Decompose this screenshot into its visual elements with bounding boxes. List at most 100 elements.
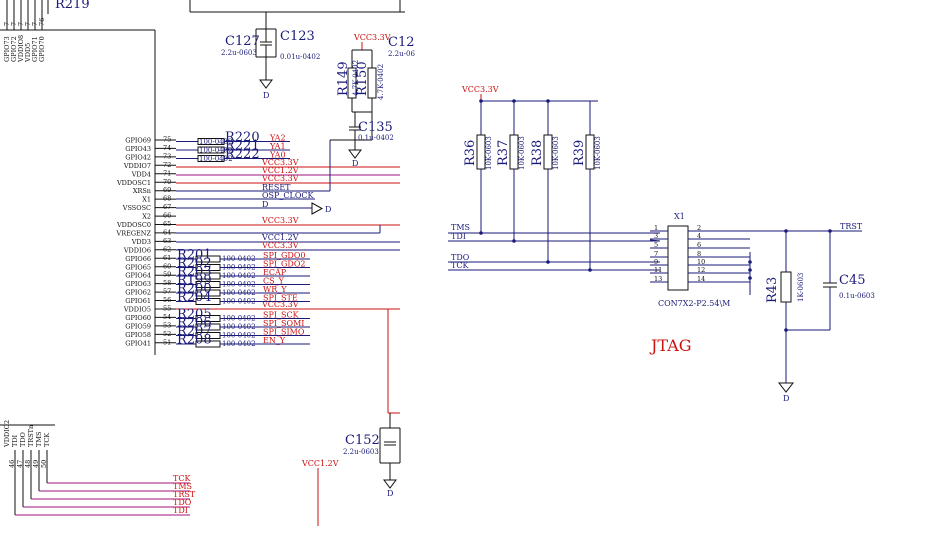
connector-pin-num: 3 xyxy=(654,232,658,240)
pin-name: GPIO62 xyxy=(125,289,151,297)
pin-name: X2 xyxy=(142,213,151,221)
connector-pin-num: 13 xyxy=(654,275,662,283)
resistor-ref: R202 xyxy=(177,256,212,271)
pin-num: 7 xyxy=(24,22,32,26)
rail-vcc33: VCC3.3V xyxy=(353,33,391,42)
resistor-ref: R204 xyxy=(177,290,212,305)
net-label: YA2 xyxy=(269,134,286,143)
gnd-flag: D xyxy=(325,205,331,214)
value-c123: 0.01u-0402 xyxy=(280,53,320,61)
gnd-label: D xyxy=(263,91,269,100)
value-r149: 4.7K-0402 xyxy=(352,60,360,96)
pin-name: VDDIO7 xyxy=(123,162,151,170)
net-label: CS_Y xyxy=(263,277,285,286)
net-vcc33: VCC3.3V xyxy=(261,241,299,250)
pin-name: VDDIO8 xyxy=(17,35,25,63)
net-reset: RESET xyxy=(262,183,291,192)
pin-name: GPIO43 xyxy=(125,145,151,153)
resistor-value: 100-0402 xyxy=(222,323,256,331)
connector-pin-num: 9 xyxy=(654,258,658,266)
resistor-ref: R200 xyxy=(177,282,212,297)
ref-x1: X1 xyxy=(674,212,685,221)
pin-name: GPIO64 xyxy=(125,272,151,280)
resistor-value: 10K-0603 xyxy=(594,136,602,170)
ref-c12x: C12 xyxy=(388,35,415,50)
net-vcc33: VCC3.3V xyxy=(261,158,299,167)
resistor-ref: R201 xyxy=(177,248,212,263)
pin-num: 7 xyxy=(31,22,39,26)
pin-name: TDO xyxy=(19,432,27,447)
pin-name: GPIO42 xyxy=(125,153,151,161)
ref-c123: C123 xyxy=(280,29,315,44)
resistor-ref: R203 xyxy=(177,265,212,280)
net-vcc33: VCC3.3V xyxy=(261,174,299,183)
pin-name: VDDOSC0 xyxy=(116,221,151,229)
resistor-value: 10K-0603 xyxy=(518,136,526,170)
rail-vcc33: VCC3.3V xyxy=(461,85,499,94)
net-label: SPI_SIMO xyxy=(263,328,305,337)
pin-name: GPIO66 xyxy=(125,255,151,263)
ref-r43: R43 xyxy=(765,277,780,303)
resistor-value: 100-0402 xyxy=(222,298,256,306)
pin-name: TMS xyxy=(35,432,43,447)
gnd-label: D xyxy=(387,489,393,498)
pin-num: 46 xyxy=(8,460,16,468)
net-tck: TCK xyxy=(451,261,469,270)
pin-name: X1 xyxy=(142,196,151,204)
resistor-value: 100-0402 xyxy=(222,340,256,348)
net-vcc33: VCC3.3V xyxy=(261,216,299,225)
connector-pin-num: 8 xyxy=(697,250,701,258)
pin-name: TDI xyxy=(11,434,19,447)
pin-num: 49 xyxy=(32,460,40,468)
pin-name: TRSTn xyxy=(27,425,35,447)
pin-num: 7 xyxy=(3,22,11,26)
wire xyxy=(649,239,661,242)
connector-pin-num: 5 xyxy=(654,241,658,249)
connector-pin-num: 14 xyxy=(697,275,705,283)
resistor-value: 100-0402 xyxy=(222,272,256,280)
net-tms: TMS xyxy=(451,223,470,232)
pin-name: VDDIO5 xyxy=(123,306,151,314)
resistor-value: 100-0402 xyxy=(222,255,256,263)
net-trst: TRST xyxy=(173,490,196,499)
pin-name: VDDIO2 xyxy=(3,420,11,448)
resistor-body xyxy=(476,134,486,170)
resistor-value: 100-0402 xyxy=(199,138,233,146)
resistor-ref: R199 xyxy=(177,273,212,288)
resistor-value: 100-0402 xyxy=(222,264,256,272)
net-tdi: TDI xyxy=(451,232,466,241)
net-label: YA0 xyxy=(269,151,286,160)
resistor-ref: R206 xyxy=(177,316,212,331)
pin-name: GPIO71 xyxy=(31,36,39,62)
net-label: SPI_SCK xyxy=(263,311,300,320)
net-tdo: TDO xyxy=(451,253,470,262)
connector-pin-num: 11 xyxy=(654,266,662,274)
top-pin-names: GPIO73 GPIO72 VDDIO8 VDD5 GPIO71 GPIO70 … xyxy=(3,18,46,63)
resistor-ref: R39 xyxy=(572,140,587,166)
pin-name: VDDOSC1 xyxy=(116,179,151,187)
net-label: ECAP xyxy=(263,268,287,277)
power-nets: VCC3.3V VCC1.2V VCC3.3V RESET OSP_CLOCK … xyxy=(176,140,400,414)
pin-name: XRSn xyxy=(133,187,151,195)
pin-name: VDD3 xyxy=(131,238,151,246)
resistor-ref: R36 xyxy=(463,140,478,166)
net-tdi: TDI xyxy=(173,506,188,515)
pin-name: GPIO59 xyxy=(125,322,151,330)
pin-num: 7 xyxy=(10,22,18,26)
net-label: SPI_GDO0 xyxy=(263,251,305,260)
reset-network: VCC3.3V D R149 4.7K-0402 R150 4.7K-0402 … xyxy=(330,0,415,168)
pin-num: 48 xyxy=(24,460,32,468)
ref-r149: R149 xyxy=(336,61,351,96)
cap-group-top: D C127 2.2u-0603 C123 0.01u-0402 xyxy=(189,0,405,100)
pin-name: GPIO41 xyxy=(125,339,151,347)
connector-pin-num: 4 xyxy=(697,232,701,240)
resistor-ref: R220 xyxy=(225,130,260,145)
ref-r150: R150 xyxy=(355,61,370,96)
jtag-connector: X1 CON7X2-P2.54\M xyxy=(658,212,730,308)
resistor-ref: R208 xyxy=(177,333,212,348)
resistor-body xyxy=(509,134,519,170)
resistor-value: 10K-0603 xyxy=(485,136,493,170)
